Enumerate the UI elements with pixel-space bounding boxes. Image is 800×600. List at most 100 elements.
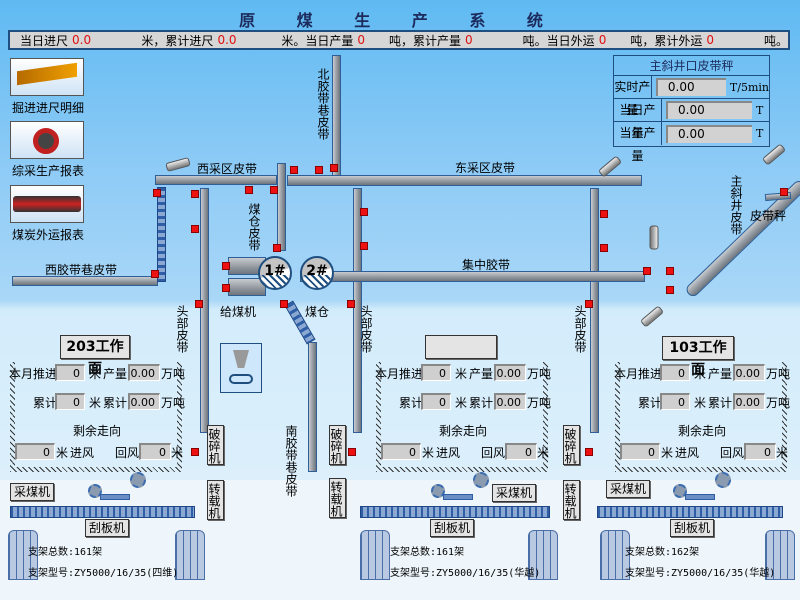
unit: 米 bbox=[694, 396, 707, 410]
unit: 万吨 bbox=[161, 367, 186, 381]
shearer-button[interactable]: 采煤机 bbox=[492, 484, 536, 502]
crusher-label: 破碎机 bbox=[207, 428, 221, 464]
crusher-button[interactable]: 破碎机 bbox=[329, 425, 346, 465]
support-count: 支架总数:161架 bbox=[28, 547, 103, 558]
coal-bin-1[interactable]: 1# bbox=[258, 256, 292, 290]
belt-label: 西胶带巷皮带 bbox=[45, 263, 118, 277]
west-mining-belt[interactable] bbox=[155, 175, 277, 185]
south-roadway-belt[interactable] bbox=[308, 342, 317, 472]
daily-output-label: 当日产量 bbox=[614, 99, 662, 140]
east-mining-belt[interactable] bbox=[287, 175, 642, 186]
hydraulic-support-icon bbox=[765, 530, 795, 580]
shearer-label: 采煤机 bbox=[609, 482, 646, 496]
nav-label[interactable]: 综采生产报表 bbox=[12, 164, 85, 178]
return-remaining-field: 0 bbox=[505, 443, 537, 460]
coal-bin-2[interactable]: 2# bbox=[300, 256, 334, 290]
motor-indicator bbox=[600, 210, 608, 218]
return-label: 回风 bbox=[720, 446, 745, 460]
shearer-button[interactable]: 采煤机 bbox=[10, 483, 54, 501]
unit: 万吨 bbox=[766, 367, 791, 381]
working-face-panel: 本月推进 0 米 产量 0.00 万吨 累计 0 米 累计 0.00 万吨 剩余… bbox=[614, 362, 791, 472]
middle-head-belt[interactable] bbox=[353, 188, 362, 433]
working-face-title-button[interactable] bbox=[425, 335, 497, 359]
motor-indicator bbox=[780, 188, 788, 196]
chain-conveyor[interactable] bbox=[157, 187, 166, 282]
camera-icon[interactable] bbox=[649, 225, 659, 250]
scraper-conveyor-button[interactable]: 刮板机 bbox=[85, 519, 129, 537]
total-advance-value: 0.0 bbox=[217, 33, 237, 47]
motor-indicator bbox=[643, 267, 651, 275]
motor-indicator bbox=[151, 270, 159, 278]
ticker-label: 当日进尺 bbox=[20, 33, 69, 48]
unit: 米 bbox=[776, 446, 789, 460]
remaining-strike-label: 剩余走向 bbox=[73, 424, 122, 438]
intake-label: 进风 bbox=[436, 446, 461, 460]
nav-label[interactable]: 掘进进尺明细 bbox=[12, 101, 85, 115]
ticker-label: 吨，累计产量 bbox=[389, 33, 462, 48]
month-advance-label: 本月推进 bbox=[9, 367, 58, 381]
scraper-conveyor[interactable] bbox=[597, 506, 783, 518]
shearer-button[interactable]: 采煤机 bbox=[606, 480, 650, 498]
loader-label: 转载机 bbox=[329, 481, 343, 517]
bunker-belt[interactable] bbox=[277, 163, 286, 251]
east-head-belt[interactable] bbox=[590, 188, 599, 433]
return-label: 回风 bbox=[481, 446, 506, 460]
crusher-label: 破碎机 bbox=[563, 428, 577, 464]
intake-remaining-field: 0 bbox=[620, 443, 660, 460]
stage-loader-button[interactable]: 转载机 bbox=[563, 480, 580, 520]
yearly-output-field: 0.00 bbox=[666, 124, 752, 143]
motor-indicator bbox=[360, 208, 368, 216]
crusher-button[interactable]: 破碎机 bbox=[563, 425, 580, 465]
stage-loader-button[interactable]: 转载机 bbox=[329, 478, 346, 518]
motor-indicator bbox=[222, 262, 230, 270]
scraper-conveyor-button[interactable]: 刮板机 bbox=[430, 519, 474, 537]
intake-remaining-field: 0 bbox=[15, 443, 55, 460]
motor-indicator bbox=[347, 300, 355, 308]
camera-icon[interactable] bbox=[165, 157, 191, 172]
train-icon bbox=[13, 196, 81, 212]
scraper-conveyor[interactable] bbox=[10, 506, 195, 518]
daily-output-value: 0 bbox=[357, 33, 366, 47]
page-title: 原 煤 生 产 系 统 bbox=[239, 11, 561, 30]
cumulative-advance-field: 0 bbox=[421, 393, 451, 410]
motor-indicator bbox=[330, 164, 338, 172]
stage-loader-button[interactable]: 转载机 bbox=[207, 480, 224, 520]
motor-indicator bbox=[290, 166, 298, 174]
belt-scale-label: 皮带秤 bbox=[750, 209, 787, 223]
bin-label: 2# bbox=[306, 263, 328, 279]
support-count: 支架总数:161架 bbox=[390, 547, 465, 558]
unit: 米 bbox=[89, 396, 102, 410]
unit: 万吨 bbox=[527, 396, 552, 410]
coal-shipment-report-button[interactable] bbox=[10, 185, 84, 223]
cumulative-label: 累计 bbox=[399, 396, 424, 410]
west-head-belt[interactable] bbox=[200, 188, 209, 433]
fully-mechanized-report-button[interactable] bbox=[10, 121, 84, 159]
intake-remaining-field: 0 bbox=[381, 443, 421, 460]
working-face-title-button[interactable]: 203工作面 bbox=[60, 335, 130, 377]
hydraulic-support-icon bbox=[8, 530, 38, 580]
scraper-conveyor[interactable] bbox=[360, 506, 550, 518]
cumulative-output-field: 0.00 bbox=[128, 393, 160, 410]
loader-label: 转载机 bbox=[563, 483, 577, 519]
shearer-icon bbox=[667, 472, 735, 502]
tunneling-detail-button[interactable] bbox=[10, 58, 84, 96]
support-model: 支架型号:ZY5000/16/35(四维) bbox=[28, 568, 179, 579]
motor-indicator bbox=[280, 300, 288, 308]
shearer-icon bbox=[425, 472, 493, 502]
unit: 万吨 bbox=[527, 367, 552, 381]
output-label: 产量 bbox=[103, 367, 128, 381]
output-label: 产量 bbox=[708, 367, 733, 381]
working-face-title-button[interactable]: 103工作面 bbox=[662, 336, 734, 378]
bunker-detail-inset bbox=[220, 343, 262, 393]
belt-label: 头部皮带 bbox=[359, 305, 373, 353]
yearly-output-label: 当年产量 bbox=[614, 122, 662, 163]
camera-icon[interactable] bbox=[639, 305, 665, 328]
motor-indicator bbox=[360, 242, 368, 250]
scraper-conveyor-button[interactable]: 刮板机 bbox=[670, 519, 714, 537]
working-face-panel: 本月推进 0 米 产量 0.00 万吨 累计 0 米 累计 0.00 万吨 剩余… bbox=[375, 362, 552, 472]
nav-label[interactable]: 煤炭外运报表 bbox=[12, 228, 85, 242]
ticker-label: 吨。 bbox=[763, 33, 788, 48]
crusher-button[interactable]: 破碎机 bbox=[207, 425, 224, 465]
